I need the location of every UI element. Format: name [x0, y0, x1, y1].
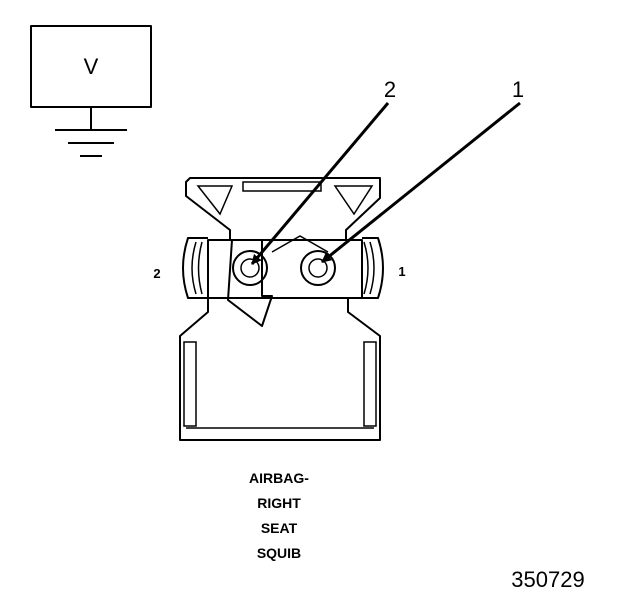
caption-line-1: AIRBAG-	[249, 470, 309, 486]
connector-mid-body	[207, 239, 363, 299]
caption-line-2: RIGHT	[257, 495, 301, 511]
connector-left-slot	[183, 341, 197, 427]
ground-icon	[55, 107, 127, 157]
connector-left-wing	[182, 237, 208, 299]
pointer-2-arrow	[250, 102, 390, 265]
callout-2-label: 2	[384, 77, 396, 102]
connector-face	[179, 177, 384, 441]
figure-number: 350729	[511, 567, 584, 592]
voltmeter: V	[30, 25, 152, 157]
connector-cavity-divider	[271, 235, 329, 253]
connector-top-slot	[242, 181, 322, 192]
connector-key-tab	[227, 239, 273, 327]
pin-label-left: 2	[153, 266, 160, 281]
connector-right-slot	[363, 341, 377, 427]
connector-right-wing	[362, 237, 384, 299]
connector-left-window	[196, 185, 234, 216]
caption-line-3: SEAT	[261, 520, 298, 536]
connector-left-wing-ribs	[191, 241, 203, 295]
connector-lower-housing	[179, 298, 381, 441]
connector-right-window	[333, 185, 374, 216]
pin-cavity-2	[232, 250, 268, 286]
caption-line-4: SQUIB	[257, 545, 301, 561]
pin-label-right: 1	[398, 264, 405, 279]
pointer-1-arrow	[321, 101, 521, 264]
callout-1-label: 1	[512, 77, 524, 102]
pin-cavity-1	[300, 250, 336, 286]
connector-right-wing-ribs	[363, 241, 375, 295]
voltmeter-symbol: V	[84, 54, 99, 79]
